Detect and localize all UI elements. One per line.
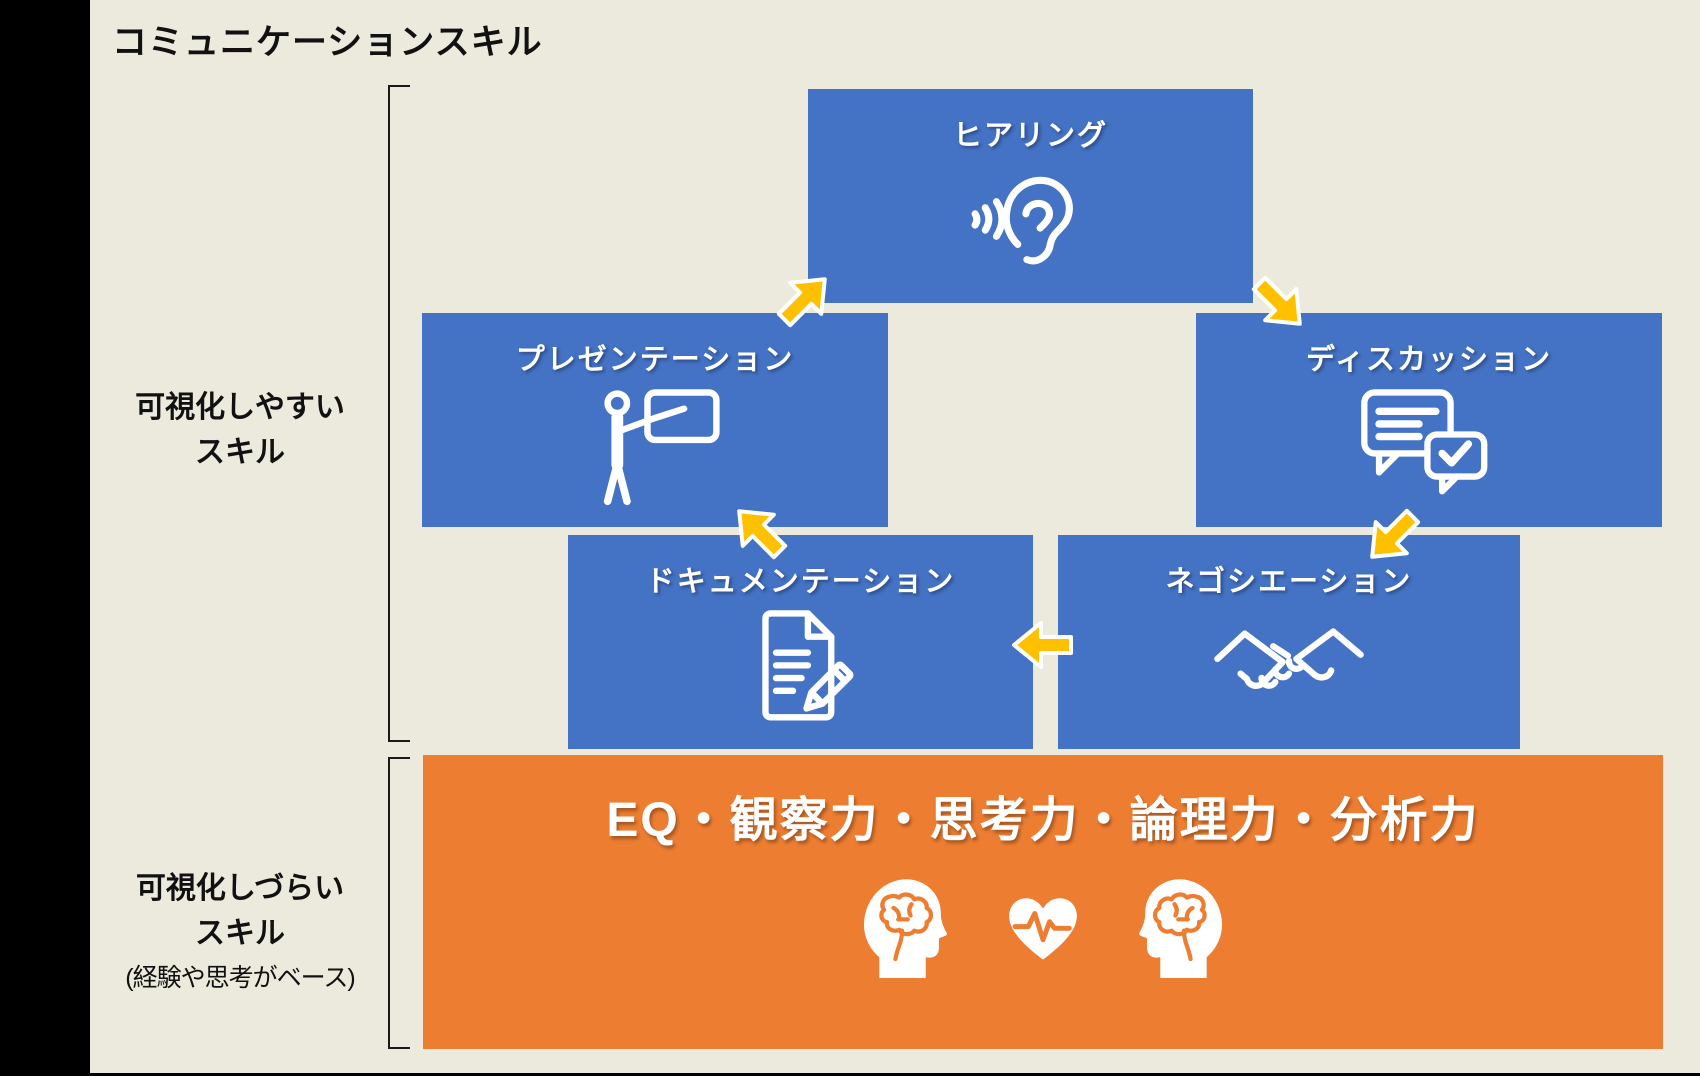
heart-pulse-icon: [1009, 898, 1077, 960]
head-brain-icon: [863, 879, 947, 979]
bottom-black-bar: [0, 1073, 1700, 1076]
label-easy-line1: 可視化しやすい: [135, 391, 345, 424]
skill-box-discussion: ディスカッション: [1196, 313, 1662, 527]
skill-label-negotiation: ネゴシエーション: [1165, 566, 1413, 598]
skill-box-negotiation: ネゴシエーション: [1058, 535, 1520, 749]
page-title: コミュニケーションスキル: [112, 23, 543, 62]
left-black-bar: [0, 0, 90, 1076]
arrow-negotiation-to-documentation-icon: [1010, 617, 1074, 673]
label-hard-line1: 可視化しづらい: [135, 872, 345, 905]
head-brain-icon: [1139, 879, 1223, 979]
arrow-presentation-to-hearing-icon: [763, 257, 848, 342]
bracket-invisible-skills: [388, 757, 410, 1049]
skill-box-documentation: ドキュメンテーション: [568, 535, 1033, 749]
arrow-hearing-to-discussion-icon: [1238, 262, 1323, 347]
bracket-visible-skills: [388, 85, 410, 742]
skill-label-discussion: ディスカッション: [1306, 344, 1552, 376]
handshake-icon: [1214, 628, 1364, 689]
label-hard-note: (経験や思考がベース): [125, 964, 355, 992]
base-skills-box: EQ・観察力・思考力・論理力・分析力: [423, 755, 1663, 1049]
label-easy-line2: スキル: [195, 436, 285, 469]
skill-label-presentation: プレゼンテーション: [515, 344, 795, 376]
presenter-whiteboard-icon: [603, 389, 720, 505]
label-easy-to-visualize: 可視化しやすい スキル: [95, 385, 385, 475]
label-hard-line2: スキル: [195, 917, 285, 950]
label-hard-to-visualize: 可視化しづらい スキル (経験や思考がベース): [95, 866, 385, 994]
skill-box-presentation: プレゼンテーション: [422, 313, 888, 527]
chat-bubbles-check-icon: [1361, 389, 1488, 495]
arrow-discussion-to-negotiation-icon: [1350, 495, 1435, 580]
skill-label-documentation: ドキュメンテーション: [645, 566, 956, 598]
skill-box-hearing: ヒアリング: [808, 89, 1253, 303]
base-icons-row: [855, 872, 1231, 979]
document-pencil-icon: [761, 610, 853, 721]
skill-label-hearing: ヒアリング: [952, 120, 1108, 152]
ear-listening-icon: [971, 176, 1073, 265]
arrow-documentation-to-presentation-icon: [717, 489, 802, 574]
base-skills-label: EQ・観察力・思考力・論理力・分析力: [606, 794, 1480, 847]
